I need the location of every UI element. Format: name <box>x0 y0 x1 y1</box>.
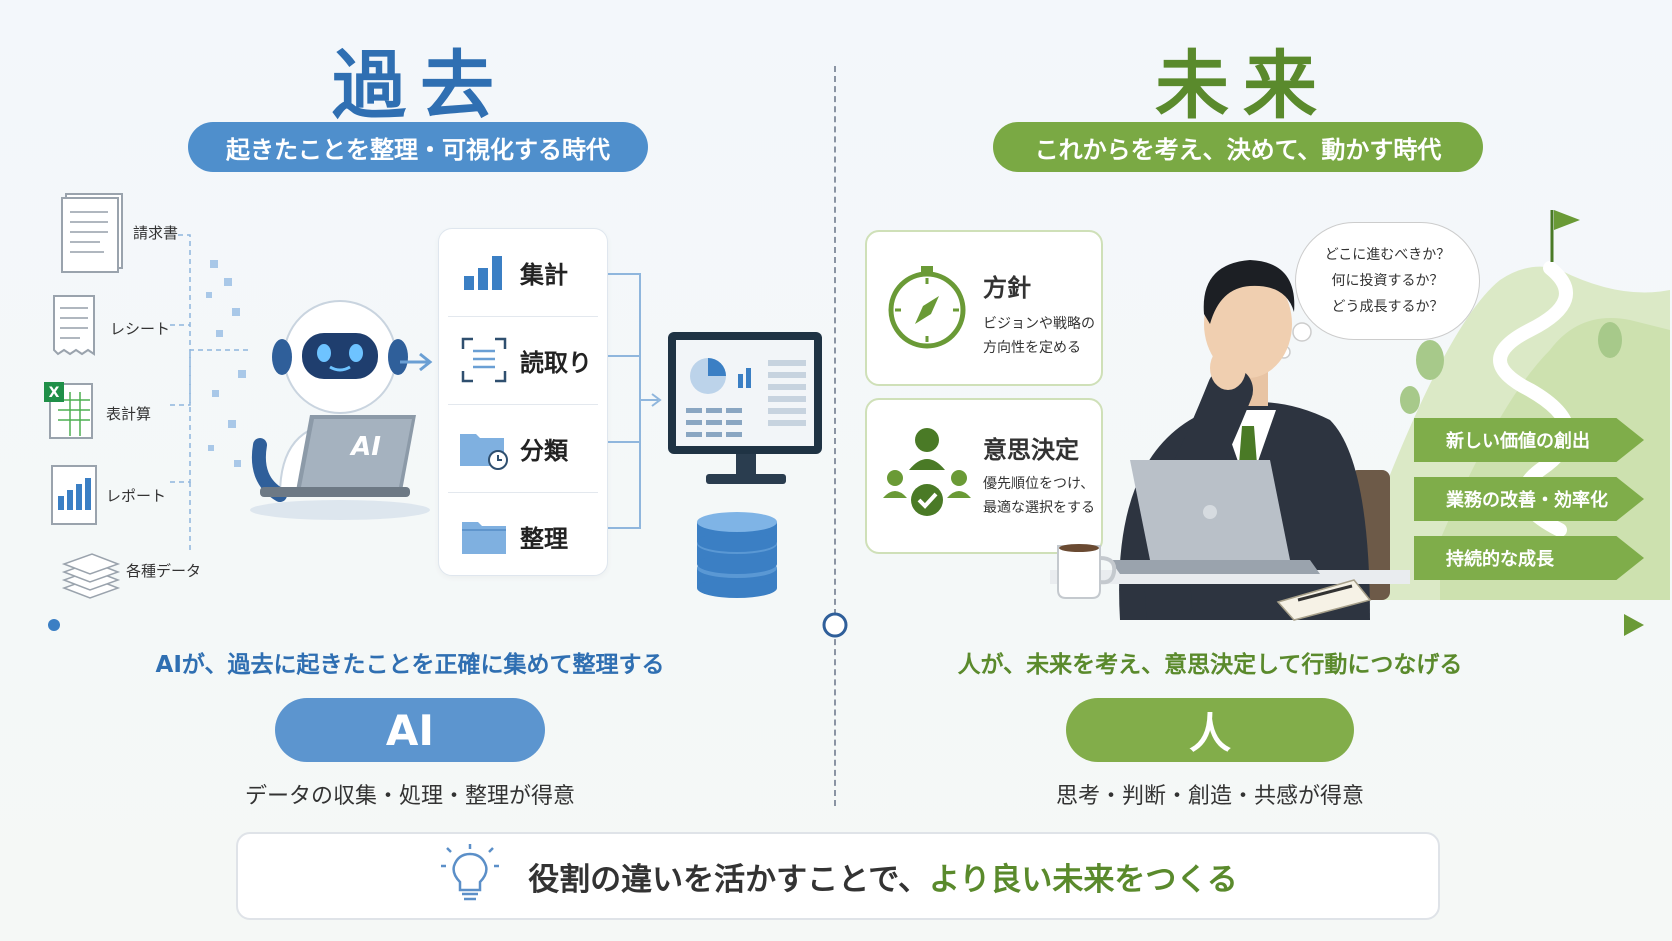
report-icon <box>51 465 97 525</box>
step-label-classify: 分類 <box>520 436 568 465</box>
role-human-desc: 思考・判断・創造・共感が得意 <box>1055 784 1364 809</box>
past-subtitle: 起きたことを整理・可視化する時代 <box>188 122 648 172</box>
step-classify: 分類 <box>440 408 605 488</box>
decision-card-title: 意思決定 <box>983 436 1079 464</box>
doc-label-invoice: 請求書 <box>133 224 179 242</box>
database-icon <box>697 512 777 598</box>
receipt-icon <box>53 295 95 356</box>
notebook-pen-icon <box>1276 579 1372 621</box>
data-flow-connectors <box>170 234 250 550</box>
policy-card-desc-1: ビジョンや戦略の <box>983 316 1095 332</box>
footer-message: 役割の違いを活かすことで、 より良い未来をつくる <box>236 832 1440 920</box>
spreadsheet-icon: X <box>44 382 93 439</box>
role-human-pill: 人 <box>1066 698 1354 762</box>
step-label-aggregate: 集計 <box>520 260 568 289</box>
step-divider <box>448 316 598 317</box>
robot-to-steps-arrow <box>400 352 433 372</box>
policy-card-desc-2: 方向性を定める <box>983 340 1081 356</box>
folder-clock-icon <box>460 434 508 470</box>
coffee-mug-icon <box>1057 544 1117 599</box>
businessman-illustration <box>1050 260 1410 620</box>
policy-card: 方針 ビジョンや戦略の 方向性を定める <box>865 230 1103 386</box>
robot-laptop-badge: AI <box>351 432 381 462</box>
ai-robot-illustration <box>250 300 430 520</box>
step-divider <box>448 404 598 405</box>
policy-card-title: 方針 <box>983 274 1031 302</box>
compass-icon <box>888 266 966 349</box>
doc-label-report: レポート <box>106 487 167 505</box>
decision-card: 意思決定 優先順位をつけ、 最適な選択をする <box>865 398 1103 554</box>
dashboard-monitor-icon <box>668 332 822 484</box>
thought-line-2: 何に投資するか？ <box>1331 273 1444 289</box>
thought-line-3: どう成長するか？ <box>1331 299 1444 315</box>
step-divider <box>448 492 598 493</box>
footer-text-2: より良い未来をつくる <box>929 861 1238 898</box>
thought-bubble: どこに進むべきか？ 何に投資するか？ どう成長するか？ <box>1295 222 1480 340</box>
future-caption: 人が、未来を考え、意思決定して行動につなげる <box>957 652 1463 678</box>
step-label-organize: 整理 <box>520 524 568 553</box>
svg-text:X: X <box>49 385 60 401</box>
decision-card-desc-2: 最適な選択をする <box>983 500 1095 516</box>
past-title: 過去 <box>332 43 508 129</box>
past-caption: AIが、過去に起きたことを正確に集めて整理する <box>155 652 665 678</box>
outcome-sustainable-growth: 持続的な成長 <box>1414 536 1644 580</box>
steps-merge-connector <box>608 273 662 529</box>
decision-card-desc-1: 優先順位をつけ、 <box>983 476 1095 492</box>
data-stack-icon <box>61 553 121 599</box>
bar-chart-icon <box>464 256 502 290</box>
doc-label-data: 各種データ <box>126 562 202 580</box>
doc-label-spreadsheet: 表計算 <box>106 405 152 423</box>
thought-line-1: どこに進むべきか？ <box>1324 247 1451 263</box>
future-title: 未来 <box>1155 43 1331 129</box>
lightbulb-icon <box>441 844 500 901</box>
step-aggregate: 集計 <box>440 232 605 312</box>
step-label-read: 読取り <box>520 348 592 377</box>
role-ai-pill: AI <box>275 698 545 762</box>
footer-text-1: 役割の違いを活かすことで、 <box>528 861 930 898</box>
outcome-improvement: 業務の改善・効率化 <box>1414 477 1644 521</box>
future-subtitle: これからを考え、決めて、動かす時代 <box>993 122 1483 172</box>
role-ai-desc: データの収集・処理・整理が得意 <box>244 784 575 809</box>
doc-label-receipt: レシート <box>110 320 171 338</box>
step-read: 読取り <box>440 320 605 400</box>
timeline-axis <box>48 612 1644 638</box>
step-organize: 整理 <box>440 496 605 576</box>
folder-icon <box>462 522 506 554</box>
scan-icon <box>461 337 507 383</box>
outcome-new-value: 新しい価値の創出 <box>1414 418 1644 462</box>
center-divider <box>834 66 836 806</box>
invoice-document-icon <box>61 193 123 273</box>
team-decision-icon <box>883 428 971 516</box>
